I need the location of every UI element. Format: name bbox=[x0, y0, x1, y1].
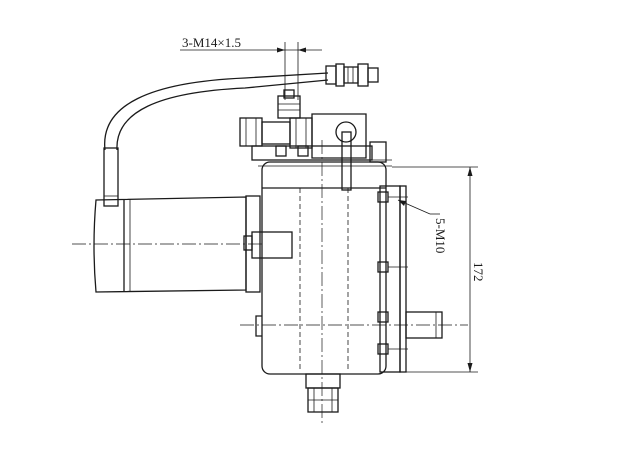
height-dimension: 172 bbox=[392, 166, 486, 373]
thread-dimension: 3-M14×1.5 bbox=[180, 35, 322, 100]
top-fitting bbox=[277, 95, 301, 119]
hole-callout-label: 5-M10 bbox=[433, 218, 448, 253]
left-fitting bbox=[239, 117, 263, 147]
cable-harness bbox=[103, 63, 379, 207]
motor-shaft-boss bbox=[251, 231, 293, 259]
connector-plug bbox=[325, 63, 379, 87]
height-dimension-label: 172 bbox=[471, 262, 486, 282]
main-housing bbox=[240, 140, 468, 425]
valve-knob bbox=[335, 121, 357, 143]
cable-sleeve bbox=[103, 147, 119, 207]
thread-callout-label: 3-M14×1.5 bbox=[182, 35, 241, 50]
valve-assembly bbox=[239, 89, 387, 191]
bottom-port bbox=[305, 373, 341, 413]
output-shaft bbox=[405, 311, 443, 339]
motor-body bbox=[72, 195, 262, 293]
valve-lever bbox=[341, 131, 352, 191]
hole-callout: 5-M10 bbox=[397, 199, 448, 253]
